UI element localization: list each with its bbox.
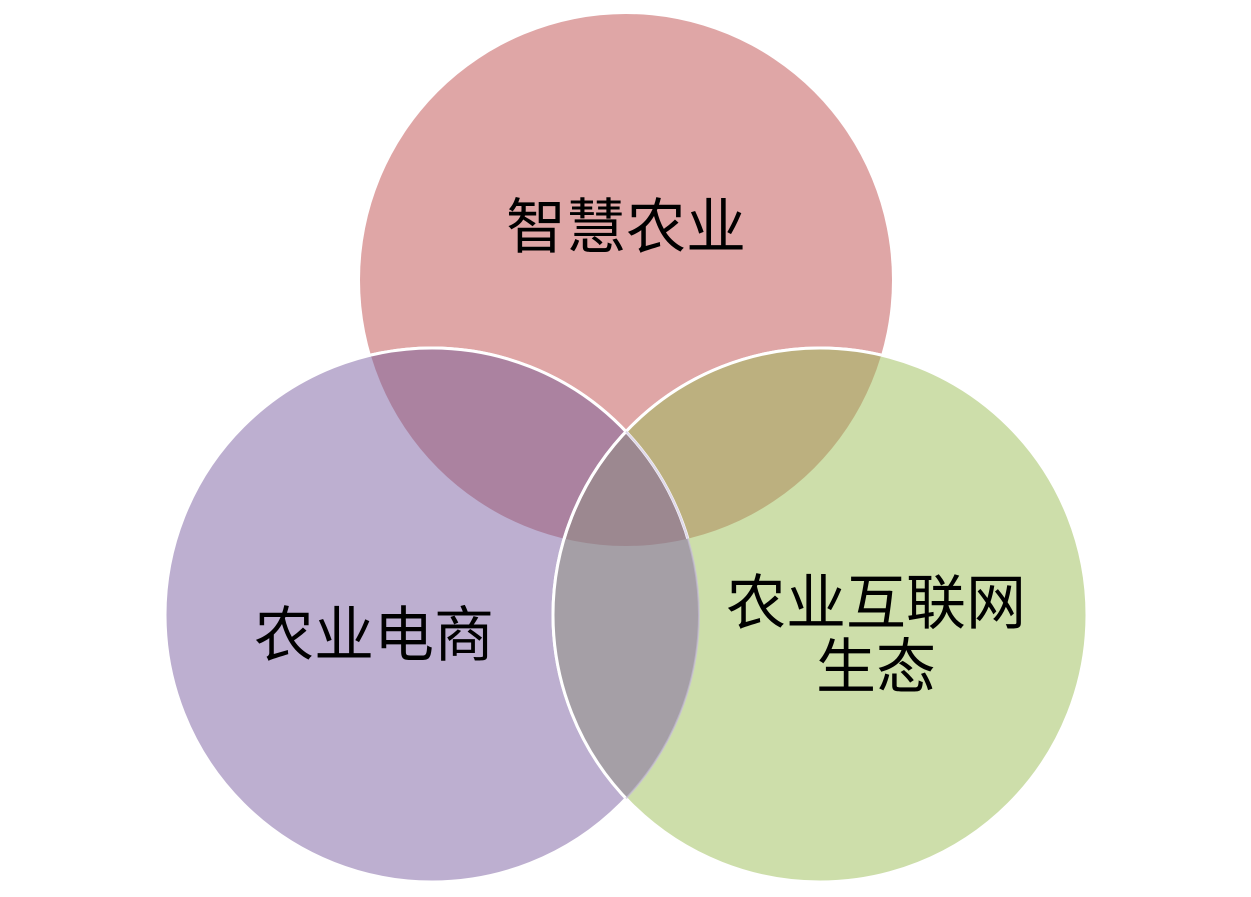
label-line-2: 生态 [816,633,936,703]
label-agri-ecommerce: 农业电商 [254,601,494,671]
label-agri-internet-ecosystem: 农业互联网 生态 [726,572,1026,700]
overlap-top-left [360,348,699,546]
label-line-1: 农业互联网 [726,569,1026,639]
label-smart-agriculture: 智慧农业 [506,193,746,263]
overlap-top-right [553,348,892,546]
